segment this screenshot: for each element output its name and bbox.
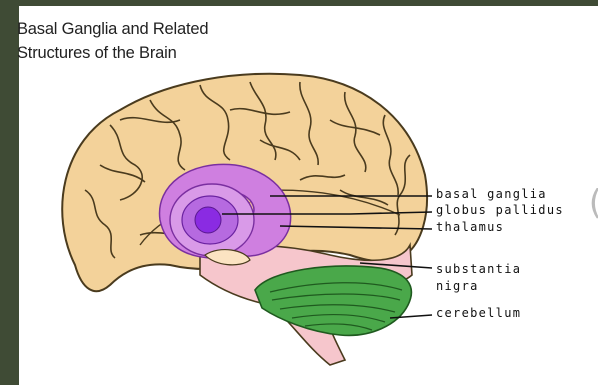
label-globus-pallidus: globus pallidus: [436, 204, 564, 217]
label-basal-ganglia: basal ganglia: [436, 188, 547, 201]
label-nigra: nigra: [436, 280, 479, 293]
diagram-title: Basal Ganglia and Related Structures of …: [17, 17, 208, 65]
globus-pallidus-shape: [195, 207, 221, 233]
title-line-2: Structures of the Brain: [17, 41, 208, 65]
cropped-bracket-icon: (: [589, 183, 598, 223]
cerebellum-shape: [255, 266, 411, 335]
label-substantia: substantia: [436, 263, 521, 276]
label-thalamus: thalamus: [436, 221, 504, 234]
label-cerebellum: cerebellum: [436, 307, 521, 320]
title-line-1: Basal Ganglia and Related: [17, 17, 208, 41]
